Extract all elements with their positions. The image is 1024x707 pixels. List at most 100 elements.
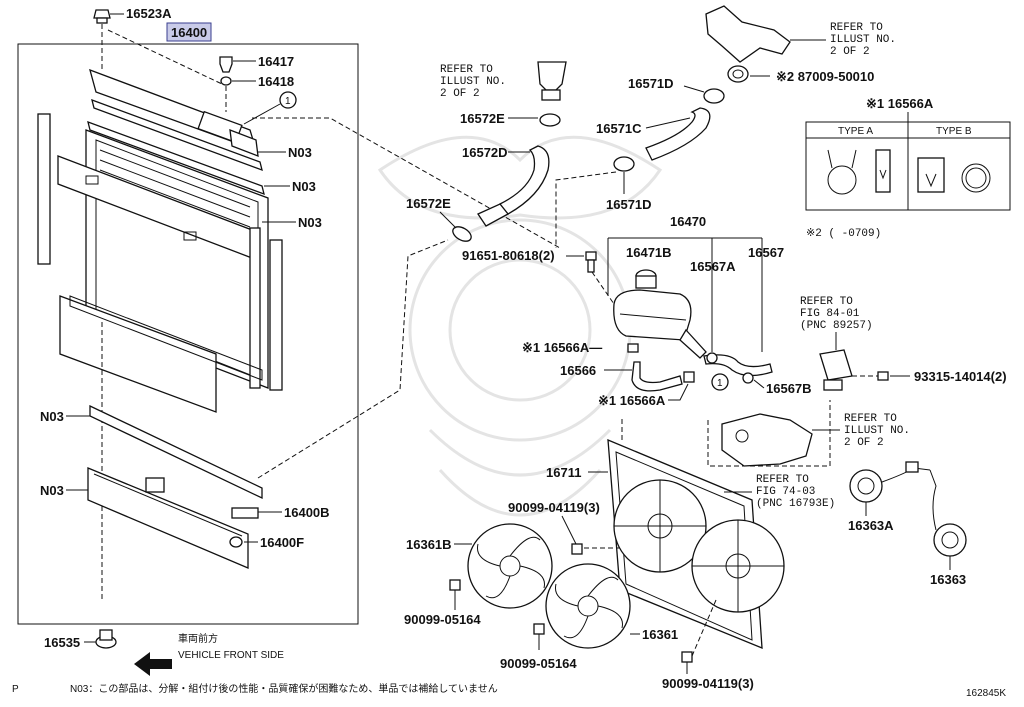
hose-16566[interactable]: 16566 bbox=[560, 361, 683, 392]
left-side-bracket[interactable] bbox=[37, 113, 51, 265]
label-16470: 16470 bbox=[670, 214, 706, 229]
label-16571D-lower: 16571D bbox=[606, 197, 652, 212]
core-side-plate bbox=[249, 227, 261, 389]
watermark-emblem bbox=[377, 135, 663, 517]
svg-text:REFER TO: REFER TO bbox=[844, 413, 897, 425]
part-16571D-upper[interactable]: 16571D bbox=[628, 76, 725, 104]
svg-text:1: 1 bbox=[717, 378, 723, 389]
reservoir-tank[interactable] bbox=[613, 289, 707, 359]
part-93315-14014[interactable]: 93315-14014(2) bbox=[877, 369, 1007, 384]
svg-text:REFER TO: REFER TO bbox=[440, 64, 493, 76]
water-inlet-ref: REFER TO ILLUST NO. 2 OF 2 bbox=[721, 413, 910, 467]
label-16571C: 16571C bbox=[596, 121, 642, 136]
label-91651: 91651-80618(2) bbox=[462, 248, 555, 263]
hose-16572D[interactable]: 16572D bbox=[462, 145, 550, 215]
label-n03-4: N03 bbox=[40, 409, 64, 424]
right-side-bracket[interactable] bbox=[269, 239, 283, 391]
assembly-part-highlight[interactable] bbox=[166, 22, 212, 42]
svg-text:REFER TO: REFER TO bbox=[800, 296, 853, 308]
part-90099-04119-lower[interactable]: 90099-04119(3) bbox=[662, 651, 754, 691]
label-16711: 16711 bbox=[546, 465, 581, 480]
fan-blade-16361B[interactable] bbox=[467, 523, 553, 609]
radiator-lower-tank[interactable] bbox=[87, 467, 249, 569]
label-16417: 16417 bbox=[258, 54, 294, 69]
part-16400F[interactable]: 16400F bbox=[229, 535, 304, 550]
part-16400B[interactable]: 16400B bbox=[231, 505, 330, 520]
label-n03-3: N03 bbox=[298, 215, 322, 230]
svg-text:REFER TO: REFER TO bbox=[830, 22, 883, 34]
label-16363A: 16363A bbox=[848, 518, 894, 533]
part-90099-05164-center[interactable]: 90099-05164 bbox=[500, 623, 577, 671]
label-16361B: 16361B bbox=[406, 537, 452, 552]
label-16400B: 16400B bbox=[284, 505, 330, 520]
seal-n03-upper-2[interactable] bbox=[87, 120, 265, 196]
label-16363: 16363 bbox=[930, 572, 966, 587]
fan-shroud-16711[interactable] bbox=[607, 438, 785, 649]
label-n03-5: N03 bbox=[40, 483, 64, 498]
part-90099-05164-left[interactable]: 90099-05164 bbox=[404, 579, 481, 627]
part-16571D-lower[interactable]: 16571D bbox=[606, 156, 652, 212]
label-16567: 16567 bbox=[748, 245, 784, 260]
vehicle-front-indicator: 車両前方 VEHICLE FRONT SIDE bbox=[134, 632, 284, 676]
assembly-part-number[interactable]: 16400 bbox=[171, 25, 207, 40]
part-16572E-lower[interactable]: 16572E bbox=[406, 196, 474, 244]
label-93315: 93315-14014(2) bbox=[914, 369, 1007, 384]
footer-note: N03：この部品は、分解・組付け後の性能・品質確保が困難なため、単品では補給して… bbox=[70, 682, 498, 695]
label-16572E-lower: 16572E bbox=[406, 196, 451, 211]
type-table-header: ※1 16566A bbox=[866, 96, 934, 111]
part-16417[interactable]: 16417 bbox=[219, 54, 294, 73]
svg-text:2 OF 2: 2 OF 2 bbox=[844, 437, 884, 449]
reference-marker-1-text: 1 bbox=[285, 96, 291, 107]
label-16572E-upper: 16572E bbox=[460, 111, 505, 126]
label-16566A-upper: ※1 16566A— bbox=[522, 340, 602, 355]
label-87009: ※2 87009-50010 bbox=[776, 69, 874, 84]
label-90099-05164-center: 90099-05164 bbox=[500, 656, 577, 671]
svg-text:ILLUST NO.: ILLUST NO. bbox=[844, 425, 910, 437]
label-16523A: 16523A bbox=[126, 6, 172, 21]
part-16418[interactable]: 16418 bbox=[220, 74, 294, 89]
part-16572E-upper[interactable]: 16572E bbox=[460, 111, 561, 127]
svg-text:(PNC 89257): (PNC 89257) bbox=[800, 320, 873, 332]
thermostat-housing-ref: REFER TO ILLUST NO. 2 OF 2 bbox=[440, 61, 567, 101]
clamp-16567B[interactable] bbox=[742, 372, 754, 384]
note-2: ※2 ( -0709) bbox=[806, 228, 881, 240]
seal-n03-lower[interactable] bbox=[89, 404, 263, 500]
fan-blade-16361[interactable] bbox=[545, 563, 631, 649]
radiator-assembly-frame bbox=[17, 43, 359, 625]
label-n03-1: N03 bbox=[288, 145, 312, 160]
fan-shroud-ref: REFER TO FIG 74-03 (PNC 16793E) bbox=[724, 474, 835, 510]
diagram-code: 162845K bbox=[966, 688, 1006, 699]
label-16471B: 16471B bbox=[626, 245, 672, 260]
label-16567A: 16567A bbox=[690, 259, 736, 274]
label-n03-2: N03 bbox=[292, 179, 316, 194]
part-16471B[interactable]: 16471B bbox=[626, 245, 672, 289]
part-16523A[interactable]: 16523A bbox=[93, 6, 172, 24]
hose-16567[interactable] bbox=[703, 354, 773, 377]
part-87009-50010[interactable]: ※2 87009-50010 bbox=[727, 65, 874, 84]
radiator-upper-tank[interactable] bbox=[89, 68, 259, 157]
clamp-16567A[interactable] bbox=[706, 352, 718, 364]
fan-motor-16363A[interactable]: 16363A bbox=[848, 461, 931, 533]
part-91651-80618[interactable]: 91651-80618(2) bbox=[462, 248, 597, 273]
front-side-en: VEHICLE FRONT SIDE bbox=[178, 650, 284, 661]
radiator-lower-support[interactable] bbox=[59, 295, 217, 413]
seal-n03-upper-1[interactable] bbox=[91, 98, 263, 172]
part-16566A-lower[interactable]: ※1 16566A bbox=[598, 371, 695, 408]
label-16567B: 16567B bbox=[766, 381, 812, 396]
label-16361: 16361 bbox=[642, 627, 678, 642]
svg-text:FIG 74-03: FIG 74-03 bbox=[756, 486, 815, 498]
front-side-jp: 車両前方 bbox=[178, 632, 218, 645]
label-90099-04119-upper: 90099-04119(3) bbox=[508, 500, 600, 515]
fan-motor-16363[interactable]: 16363 bbox=[929, 469, 967, 587]
type-a-label: TYPE A bbox=[838, 126, 873, 137]
part-90099-04119-upper[interactable]: 90099-04119(3) bbox=[508, 500, 600, 555]
svg-text:ILLUST NO.: ILLUST NO. bbox=[830, 34, 896, 46]
part-16566A-upper[interactable]: ※1 16566A— bbox=[522, 340, 639, 355]
hose-16571C[interactable]: 16571C bbox=[596, 107, 711, 161]
part-16535[interactable]: 16535 bbox=[44, 629, 117, 650]
svg-text:REFER TO: REFER TO bbox=[756, 474, 809, 486]
footer-p: P bbox=[12, 684, 19, 695]
svg-text:(PNC 16793E): (PNC 16793E) bbox=[756, 498, 835, 510]
label-16571D-upper: 16571D bbox=[628, 76, 674, 91]
